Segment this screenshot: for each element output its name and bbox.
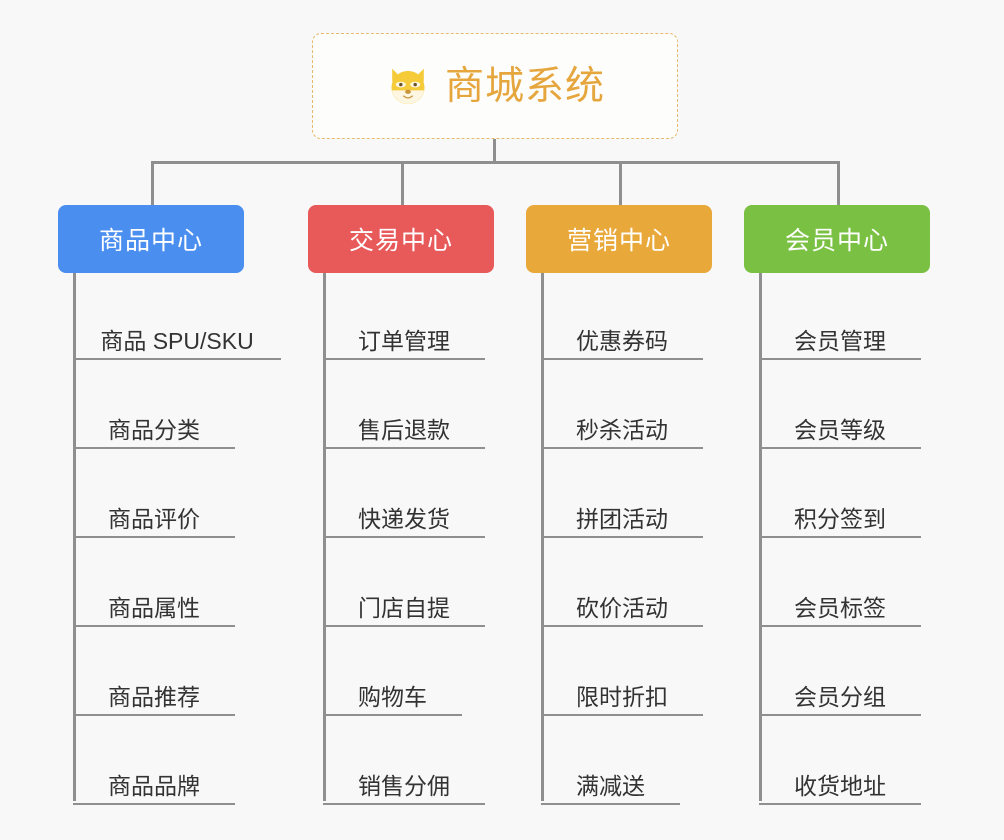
leaf-label: 门店自提 — [358, 595, 450, 621]
leaf-label: 会员分组 — [794, 684, 886, 710]
connector-drop-member-center — [837, 161, 840, 207]
leaf-label: 会员标签 — [794, 595, 886, 621]
leaf-item[interactable]: 商品评价 — [73, 490, 235, 538]
connector-bus — [151, 161, 839, 164]
leaf-item[interactable]: 售后退款 — [323, 401, 485, 449]
leaf-label: 销售分佣 — [358, 773, 450, 799]
leaf-item[interactable]: 积分签到 — [759, 490, 921, 538]
leaf-label: 购物车 — [358, 684, 427, 710]
leaf-label: 砍价活动 — [576, 595, 668, 621]
leaf-item[interactable]: 商品 SPU/SKU — [73, 312, 281, 360]
root-node[interactable]: 商城系统 — [312, 33, 678, 139]
leaf-item[interactable]: 商品推荐 — [73, 668, 235, 716]
branch-header-label: 商品中心 — [98, 227, 203, 255]
leaf-label: 会员管理 — [794, 328, 886, 354]
leaf-item[interactable]: 会员管理 — [759, 312, 921, 360]
branch-header-label: 营销中心 — [566, 227, 671, 255]
leaf-item[interactable]: 会员分组 — [759, 668, 921, 716]
leaf-label: 商品评价 — [108, 506, 200, 532]
leaf-item[interactable]: 满减送 — [541, 757, 680, 805]
leaf-label: 会员等级 — [794, 417, 886, 443]
leaf-label: 积分签到 — [794, 506, 886, 532]
branch-header-product-center[interactable]: 商品中心 — [58, 205, 244, 273]
leaf-item[interactable]: 会员标签 — [759, 579, 921, 627]
leaf-label: 优惠券码 — [576, 328, 668, 354]
dog-face-icon — [385, 63, 431, 109]
leaf-label: 商品品牌 — [108, 773, 200, 799]
leaf-item[interactable]: 门店自提 — [323, 579, 485, 627]
leaf-item[interactable]: 订单管理 — [323, 312, 485, 360]
branch-header-label: 会员中心 — [784, 227, 889, 255]
leaf-label: 限时折扣 — [576, 684, 668, 710]
leaf-item[interactable]: 砍价活动 — [541, 579, 703, 627]
leaf-label: 满减送 — [576, 773, 645, 799]
leaf-item[interactable]: 收货地址 — [759, 757, 921, 805]
root-title: 商城系统 — [444, 64, 605, 108]
leaf-item[interactable]: 销售分佣 — [323, 757, 485, 805]
leaf-label: 收货地址 — [794, 773, 886, 799]
connector-drop-product-center — [151, 161, 154, 207]
connector-drop-marketing-center — [619, 161, 622, 207]
leaf-item[interactable]: 购物车 — [323, 668, 462, 716]
leaf-item[interactable]: 优惠券码 — [541, 312, 703, 360]
connector-root-stem — [493, 139, 496, 163]
leaf-item[interactable]: 商品品牌 — [73, 757, 235, 805]
leaf-label: 秒杀活动 — [576, 417, 668, 443]
leaf-item[interactable]: 秒杀活动 — [541, 401, 703, 449]
leaf-item[interactable]: 商品属性 — [73, 579, 235, 627]
leaf-label: 商品推荐 — [108, 684, 200, 710]
leaf-item[interactable]: 会员等级 — [759, 401, 921, 449]
branch-header-trade-center[interactable]: 交易中心 — [308, 205, 494, 273]
leaf-item[interactable]: 拼团活动 — [541, 490, 703, 538]
leaf-label: 商品属性 — [108, 595, 200, 621]
leaf-label: 商品分类 — [108, 417, 200, 443]
leaf-label: 拼团活动 — [576, 506, 668, 532]
branch-header-member-center[interactable]: 会员中心 — [744, 205, 930, 273]
leaf-item[interactable]: 快递发货 — [323, 490, 485, 538]
branch-header-marketing-center[interactable]: 营销中心 — [526, 205, 712, 273]
branch-header-label: 交易中心 — [348, 227, 453, 255]
leaf-label: 订单管理 — [358, 328, 450, 354]
leaf-item[interactable]: 商品分类 — [73, 401, 235, 449]
leaf-label: 商品 SPU/SKU — [100, 328, 254, 354]
leaf-label: 售后退款 — [358, 417, 450, 443]
leaf-item[interactable]: 限时折扣 — [541, 668, 703, 716]
connector-drop-trade-center — [401, 161, 404, 207]
leaf-label: 快递发货 — [358, 506, 450, 532]
